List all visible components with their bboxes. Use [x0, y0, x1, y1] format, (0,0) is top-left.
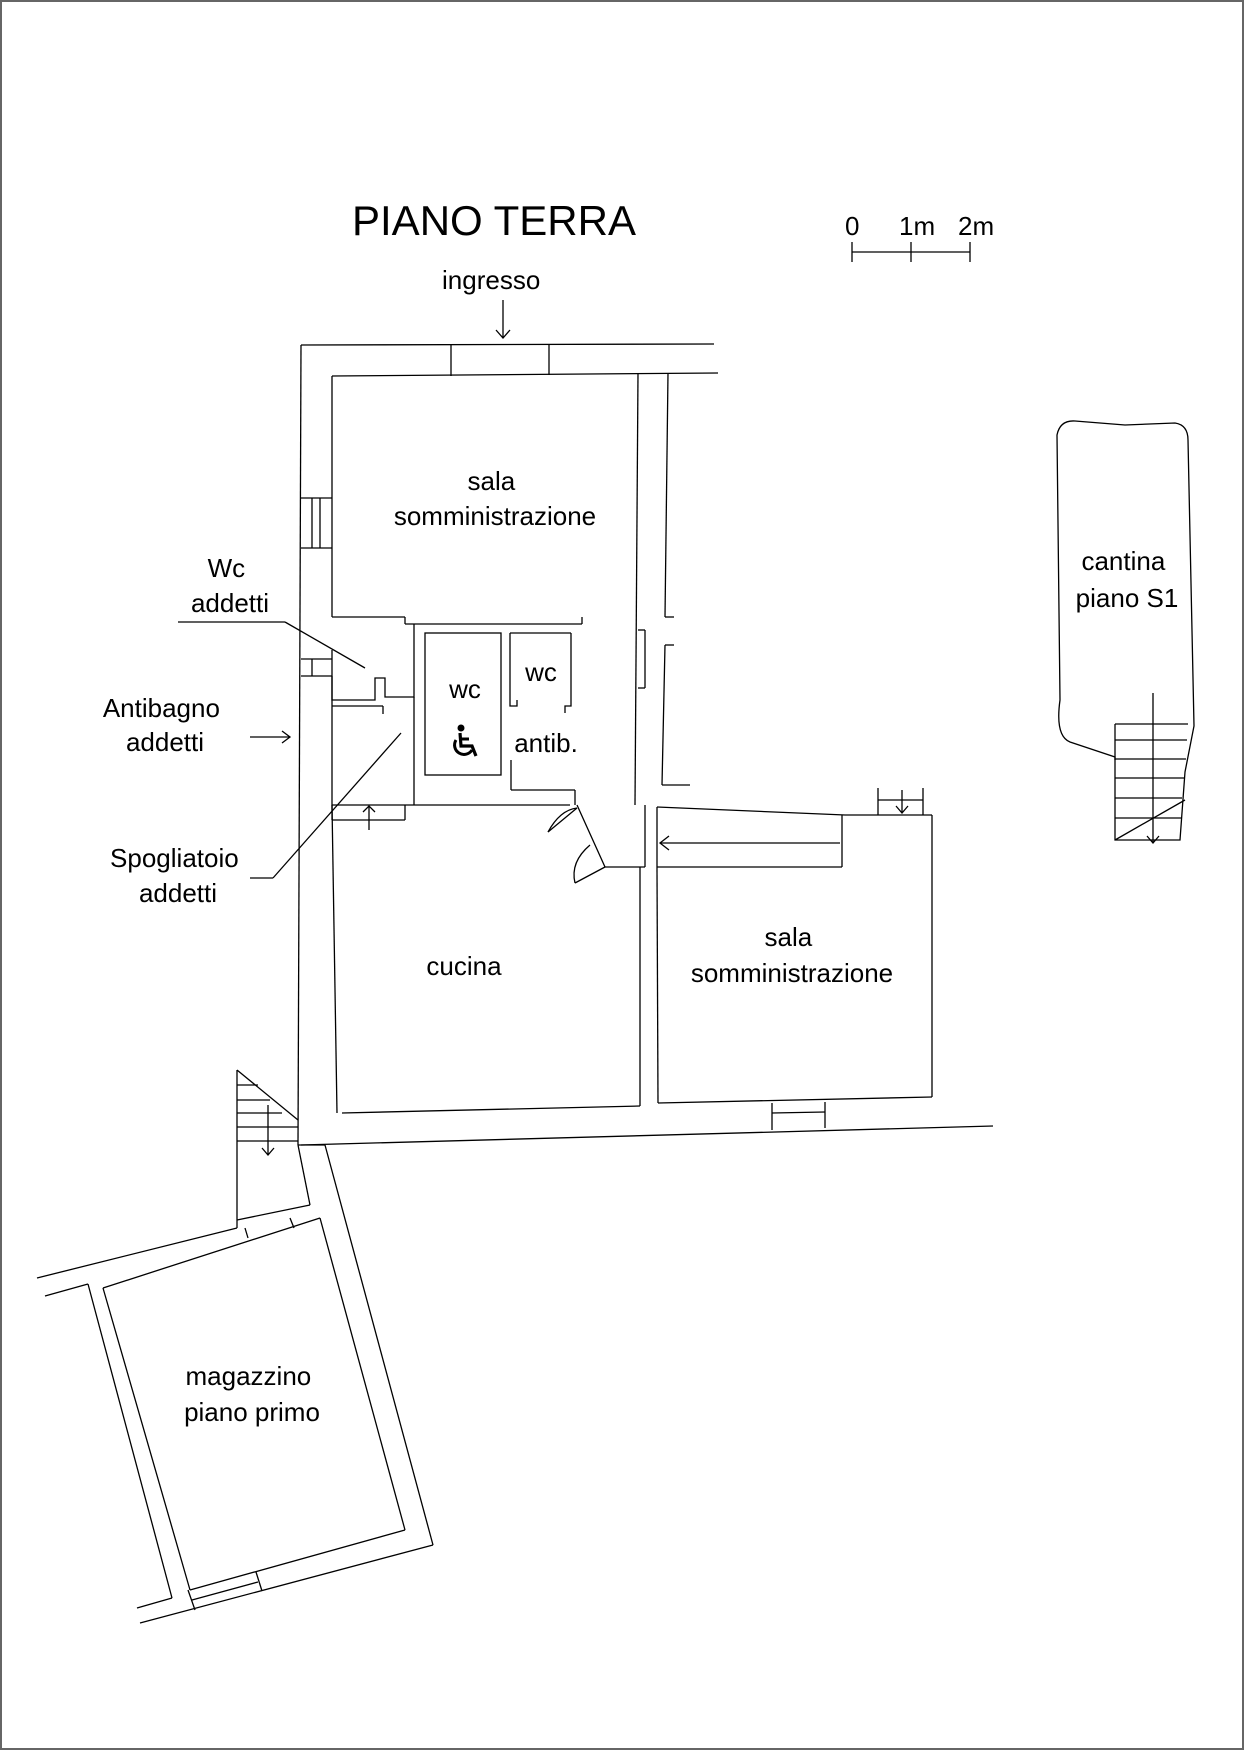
stairs-down-arrow-icon — [1146, 835, 1160, 844]
door-arrow-icon — [362, 805, 376, 830]
building-walls — [297, 343, 719, 1146]
scale-bar: 0 1m 2m — [845, 211, 994, 262]
steps-top-right — [877, 788, 924, 815]
corridor-arrow-icon — [658, 835, 840, 851]
room-label-cantina: cantina piano S1 — [1076, 546, 1179, 613]
staff-services — [331, 624, 570, 830]
room-label-spogliatoio-addetti: Spogliatoio addetti — [110, 843, 246, 908]
room-label-antibagno: antib. — [514, 728, 578, 758]
label-leader-lines — [178, 621, 402, 879]
room-label-magazzino: magazzino piano primo — [184, 1361, 320, 1427]
room-label-wc-addetti: Wc addetti — [191, 553, 269, 618]
room-label-wc-small: wc — [524, 657, 557, 687]
antibagno-arrow-icon — [281, 730, 292, 744]
scale-label-0: 0 — [845, 211, 859, 241]
kitchen-walls — [300, 867, 994, 1146]
room-label-sala-bottom: sala somministrazione — [691, 922, 893, 988]
entrance-arrow-icon — [495, 300, 511, 339]
room-label-wc-accessible: wc — [448, 674, 481, 704]
dining-room-bottom-walls — [656, 788, 933, 1130]
entrance-label: ingresso — [442, 265, 540, 295]
storage-room-walls — [36, 1144, 434, 1624]
scale-label-1m: 1m — [899, 211, 935, 241]
exterior-stairs — [236, 1069, 299, 1220]
room-label-cucina: cucina — [426, 951, 502, 981]
wheelchair-icon — [448, 724, 484, 758]
plan-title: PIANO TERRA — [352, 197, 636, 244]
room-label-sala-top: sala somministrazione — [394, 466, 596, 531]
accessible-wc-block — [424, 632, 576, 805]
room-label-antibagno-addetti: Antibagno addetti — [103, 693, 227, 757]
cellar-walls — [1056, 420, 1195, 844]
door-swings — [547, 804, 646, 884]
scale-label-2m: 2m — [958, 211, 994, 241]
